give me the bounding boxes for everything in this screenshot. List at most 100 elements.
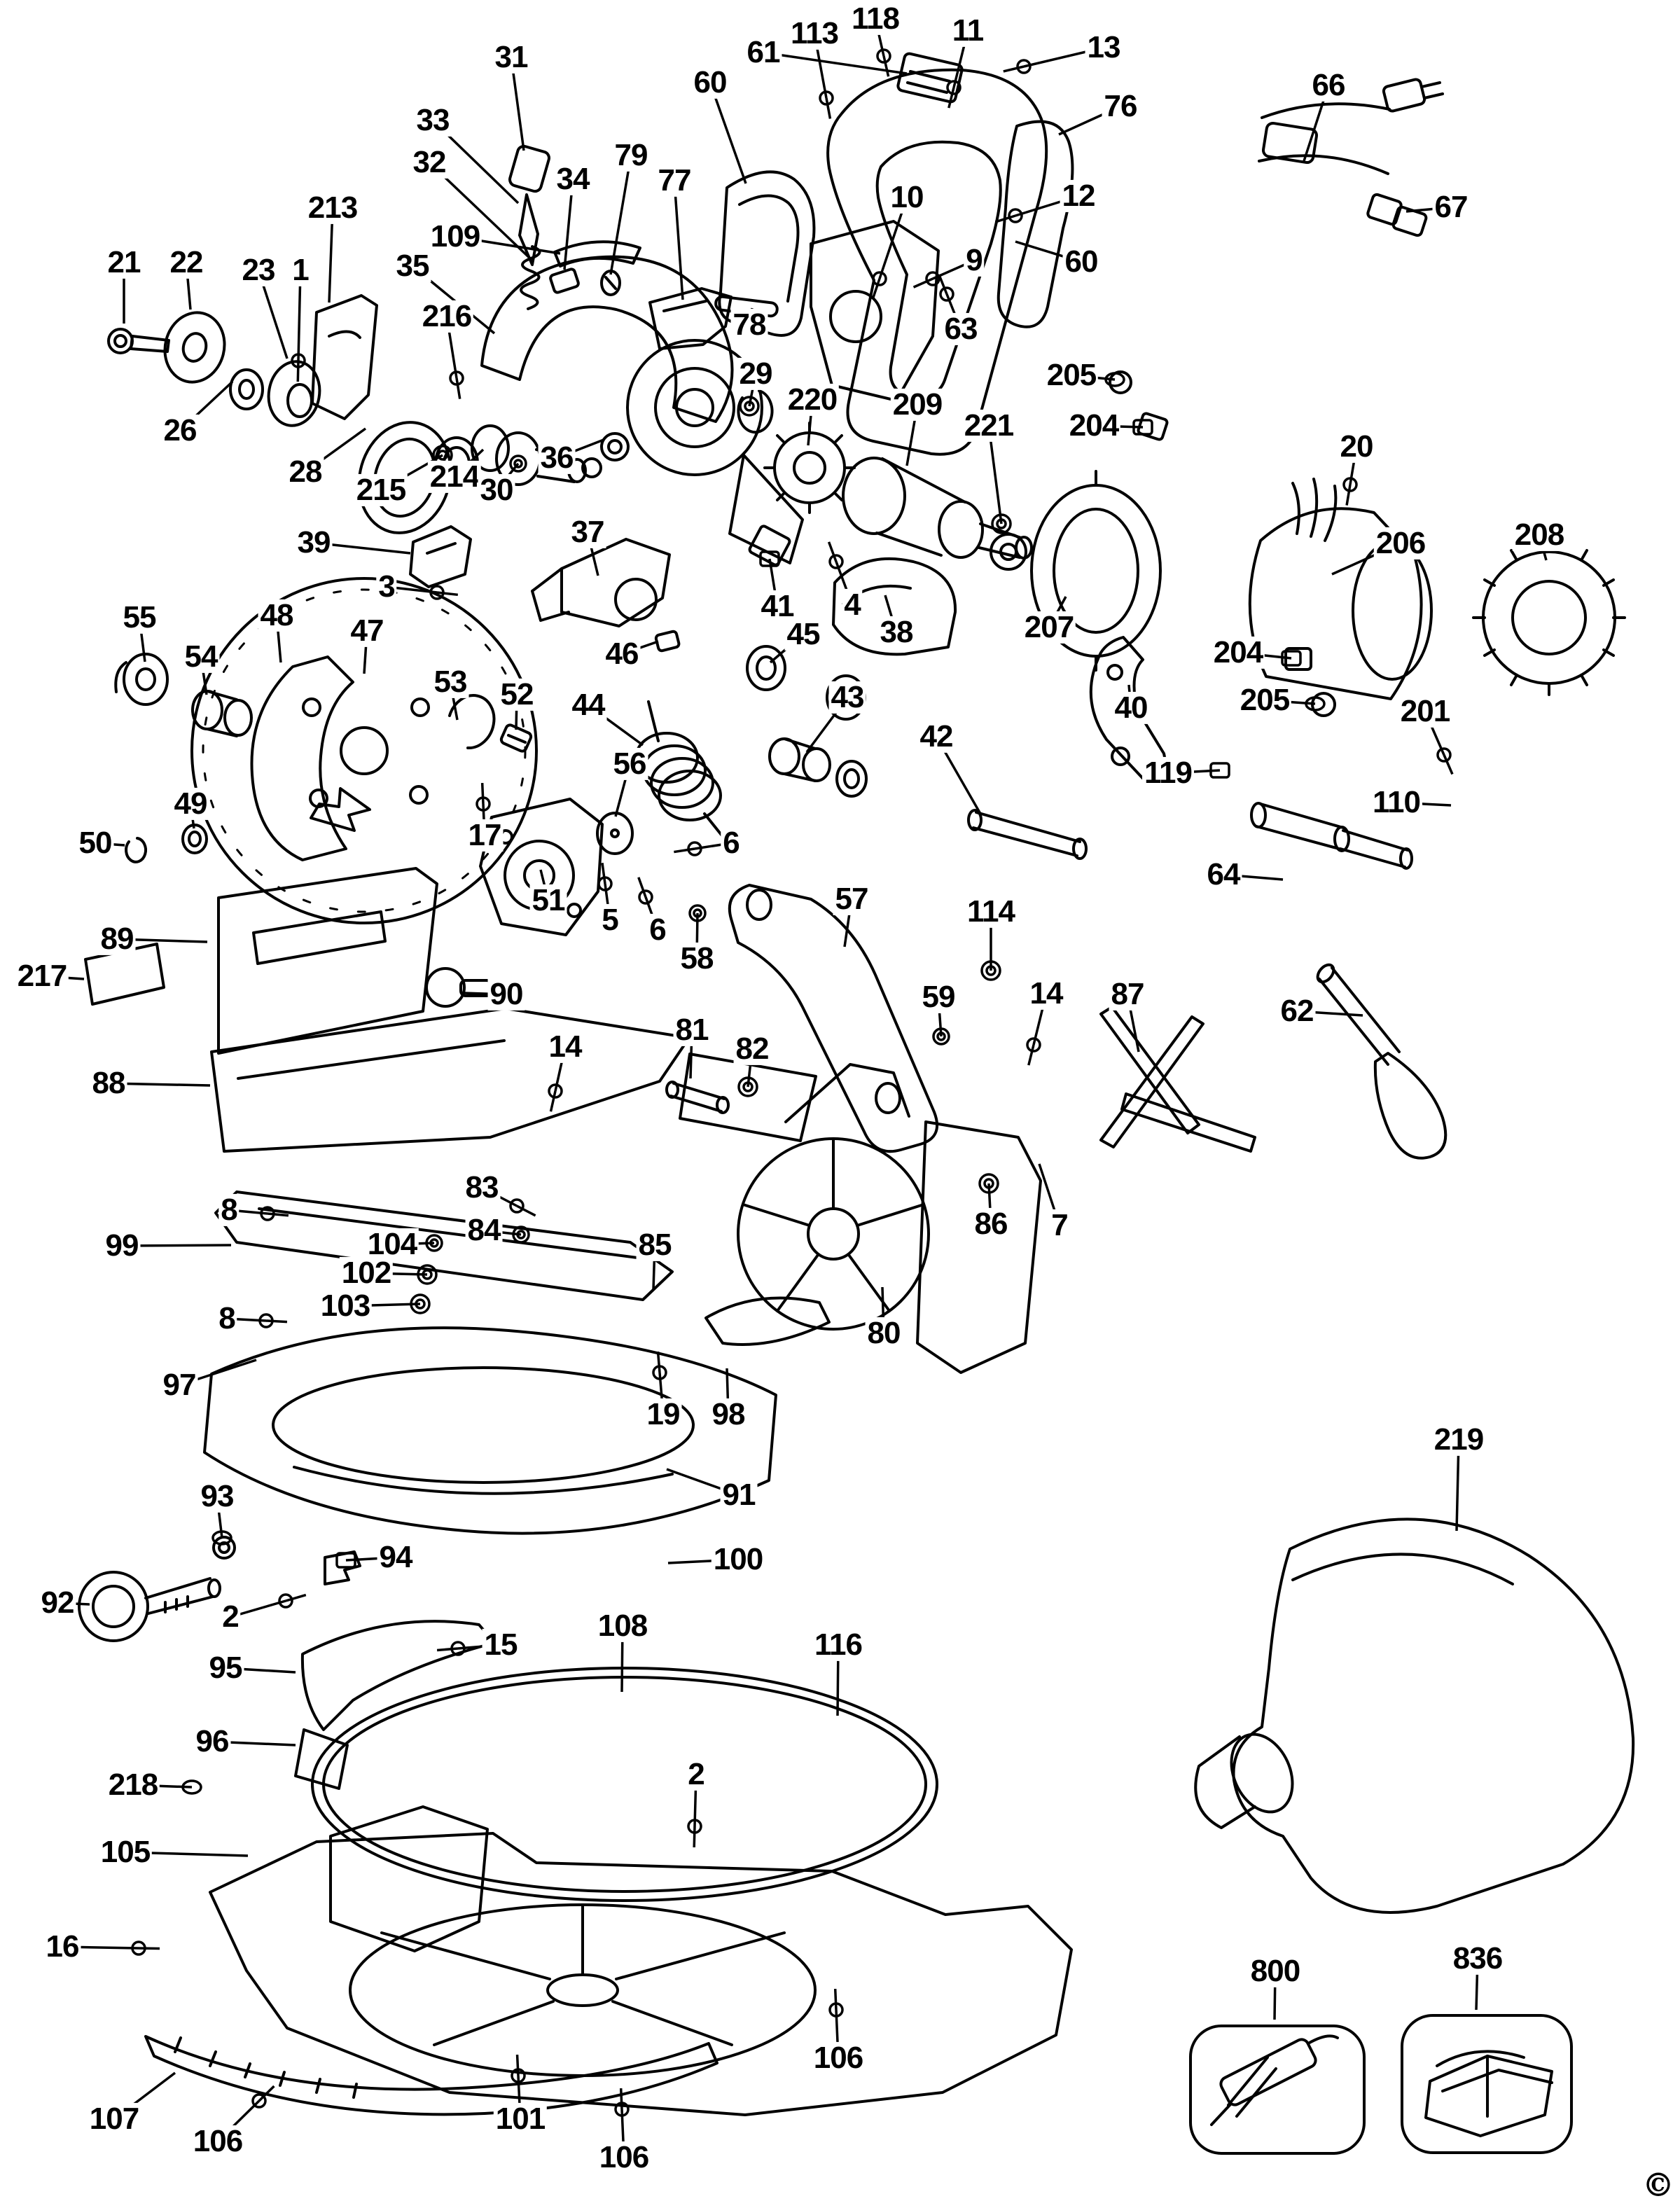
part-label-6: 6 xyxy=(721,826,742,860)
part-label-50: 50 xyxy=(76,826,114,860)
part-label-108: 108 xyxy=(595,1609,650,1643)
part-label-17: 17 xyxy=(466,819,504,852)
part-label-105: 105 xyxy=(98,1835,153,1869)
part-label-106: 106 xyxy=(811,2041,866,2075)
part-label-80: 80 xyxy=(865,1317,903,1350)
copyright-mark: © xyxy=(1642,2166,1674,2204)
part-label-16: 16 xyxy=(43,1930,81,1964)
part-label-217: 217 xyxy=(15,959,69,993)
part-label-62: 62 xyxy=(1278,994,1316,1028)
part-label-23: 23 xyxy=(239,254,277,287)
part-label-205: 205 xyxy=(1044,359,1099,392)
part-label-56: 56 xyxy=(611,747,648,781)
part-label-204: 204 xyxy=(1067,409,1121,443)
part-label-45: 45 xyxy=(784,618,822,651)
part-label-60: 60 xyxy=(691,66,729,99)
part-label-83: 83 xyxy=(463,1171,501,1204)
part-label-218: 218 xyxy=(106,1768,160,1802)
part-label-99: 99 xyxy=(103,1229,141,1263)
part-label-95: 95 xyxy=(207,1651,244,1685)
part-label-85: 85 xyxy=(636,1228,674,1262)
part-label-5: 5 xyxy=(599,903,620,937)
part-label-100: 100 xyxy=(711,1543,765,1576)
part-label-118: 118 xyxy=(849,2,901,36)
part-label-205: 205 xyxy=(1237,683,1292,717)
part-label-114: 114 xyxy=(965,895,1017,929)
part-label-207: 207 xyxy=(1022,611,1076,644)
leader-lines xyxy=(41,18,1548,2158)
part-label-33: 33 xyxy=(414,104,452,137)
part-label-208: 208 xyxy=(1512,518,1567,552)
part-label-89: 89 xyxy=(98,922,136,956)
part-label-49: 49 xyxy=(172,787,209,821)
part-label-93: 93 xyxy=(198,1480,236,1513)
part-label-64: 64 xyxy=(1205,858,1242,891)
part-label-76: 76 xyxy=(1102,90,1139,123)
part-label-77: 77 xyxy=(655,164,693,197)
part-label-102: 102 xyxy=(339,1256,394,1290)
part-label-8: 8 xyxy=(218,1193,239,1227)
part-label-15: 15 xyxy=(482,1628,520,1662)
part-label-113: 113 xyxy=(789,17,840,50)
part-label-94: 94 xyxy=(377,1541,415,1574)
part-label-116: 116 xyxy=(812,1628,864,1662)
part-label-30: 30 xyxy=(478,473,515,507)
part-label-40: 40 xyxy=(1112,691,1150,725)
part-label-206: 206 xyxy=(1373,527,1428,560)
part-label-31: 31 xyxy=(492,41,530,74)
part-label-7: 7 xyxy=(1049,1209,1070,1242)
part-label-3: 3 xyxy=(376,570,397,604)
part-label-32: 32 xyxy=(410,146,448,179)
part-label-41: 41 xyxy=(758,590,796,623)
part-label-86: 86 xyxy=(972,1207,1010,1241)
part-label-82: 82 xyxy=(733,1032,771,1066)
part-label-61: 61 xyxy=(744,36,782,69)
part-label-91: 91 xyxy=(720,1478,758,1512)
part-label-213: 213 xyxy=(305,191,360,225)
part-label-209: 209 xyxy=(890,388,945,422)
part-label-201: 201 xyxy=(1398,695,1452,728)
part-label-1: 1 xyxy=(290,254,311,287)
part-label-28: 28 xyxy=(286,455,324,489)
part-label-204: 204 xyxy=(1211,636,1265,669)
part-label-104: 104 xyxy=(365,1228,419,1261)
part-label-67: 67 xyxy=(1432,190,1470,224)
small-hardware-glyphs xyxy=(131,48,1454,2117)
kit-box-836 xyxy=(1401,2014,1573,2154)
part-label-9: 9 xyxy=(964,244,985,277)
part-label-26: 26 xyxy=(161,414,199,447)
part-label-216: 216 xyxy=(419,300,474,333)
part-label-92: 92 xyxy=(39,1586,76,1620)
part-label-48: 48 xyxy=(258,599,296,632)
part-label-60: 60 xyxy=(1062,245,1100,279)
part-label-14: 14 xyxy=(1027,977,1065,1011)
part-label-107: 107 xyxy=(87,2102,141,2136)
part-label-78: 78 xyxy=(730,308,768,342)
part-label-101: 101 xyxy=(493,2102,548,2136)
part-label-22: 22 xyxy=(167,246,205,279)
part-label-2: 2 xyxy=(220,1600,241,1634)
part-label-81: 81 xyxy=(673,1013,711,1047)
part-label-214: 214 xyxy=(427,460,482,494)
part-label-97: 97 xyxy=(160,1368,198,1402)
part-label-38: 38 xyxy=(877,616,915,649)
part-label-44: 44 xyxy=(569,688,607,722)
part-label-14: 14 xyxy=(546,1030,584,1064)
part-label-219: 219 xyxy=(1431,1423,1486,1457)
part-label-55: 55 xyxy=(120,601,158,634)
part-label-54: 54 xyxy=(182,640,220,674)
part-label-221: 221 xyxy=(962,409,1016,443)
part-label-79: 79 xyxy=(612,139,650,172)
part-label-59: 59 xyxy=(919,980,957,1014)
part-label-109: 109 xyxy=(428,220,483,254)
part-label-63: 63 xyxy=(942,312,980,346)
part-label-29: 29 xyxy=(737,357,775,391)
part-label-66: 66 xyxy=(1310,69,1347,102)
part-label-57: 57 xyxy=(833,882,870,916)
part-label-52: 52 xyxy=(498,678,536,711)
part-label-20: 20 xyxy=(1338,430,1375,464)
part-label-110: 110 xyxy=(1370,786,1422,819)
part-label-87: 87 xyxy=(1109,978,1146,1011)
